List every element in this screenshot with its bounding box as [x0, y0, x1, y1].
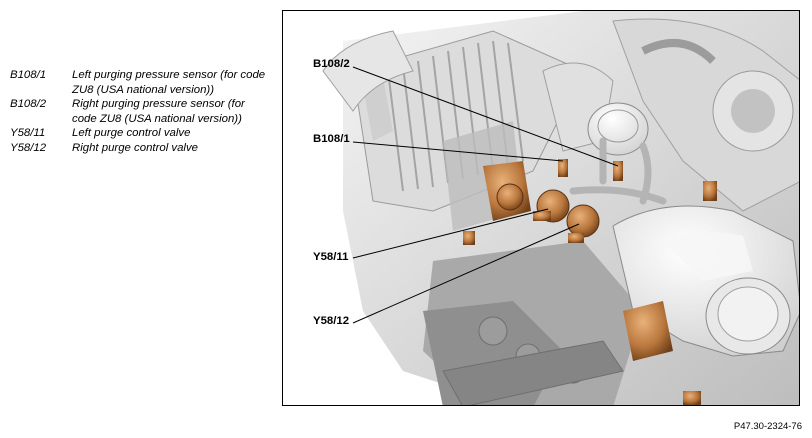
purge-components — [463, 159, 717, 405]
legend-item: Y58/11 Left purge control valve — [10, 126, 272, 141]
legend-item: B108/2 Right purging pressure sensor (fo… — [10, 97, 272, 126]
callout-b108-1: B108/1 — [313, 133, 350, 145]
engine-figure: B108/2 B108/1 Y58/11 Y58/12 — [282, 10, 800, 406]
leader-lines — [352, 66, 619, 324]
legend: B108/1 Left purging pressure sensor (for… — [10, 68, 272, 155]
lower-engine — [442, 316, 624, 405]
legend-code: B108/1 — [10, 69, 47, 81]
legend-code: Y58/12 — [10, 141, 47, 154]
callout-y58-11: Y58/11 — [313, 251, 349, 263]
figure-id: P47.30-2324-76 — [733, 421, 802, 432]
hoses — [569, 137, 667, 205]
legend-description: Left purge control valve — [72, 127, 191, 139]
engine-illustration — [322, 11, 799, 405]
oil-cap — [587, 102, 649, 156]
legend-description: Left purging pressure sensor (for code Z… — [72, 69, 266, 96]
upper-pipes — [542, 18, 799, 212]
legend-code: Y58/11 — [10, 127, 46, 139]
legend-description: Right purge control valve — [72, 141, 198, 154]
callout-y58-12: Y58/12 — [313, 315, 350, 327]
legend-item: Y58/12 Right purge control valve — [10, 141, 272, 156]
legend-code: B108/2 — [10, 98, 47, 110]
callout-b108-2: B108/2 — [313, 58, 350, 70]
legend-description: Right purging pressure sensor (for code … — [72, 98, 245, 125]
legend-item: B108/1 Left purging pressure sensor (for… — [10, 68, 272, 97]
intake-manifold — [322, 30, 584, 231]
